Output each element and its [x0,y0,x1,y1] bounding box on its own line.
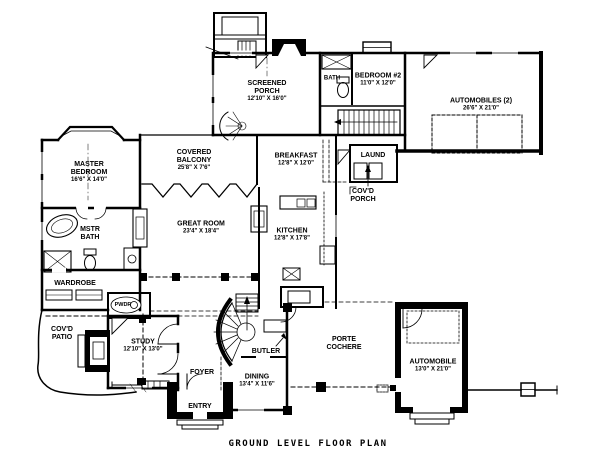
room-label-porte-cochere: PORTE COCHERE [326,336,362,351]
room-label-master-bedroom: MASTER BEDROOM 16'6" X 14'0" [70,160,108,183]
powder-room [107,292,151,319]
room-label-breakfast: BREAKFAST 12'8" X 12'0" [274,152,318,167]
room-label-wardrobe: WARDROBE [54,280,96,288]
room-label-laundry: LAUND [360,152,386,160]
laundry-room [349,144,398,183]
door-swings [255,54,439,166]
windows [39,50,519,241]
spiral-stair-icon [219,111,247,141]
room-label-pwdr: PWDR [114,301,132,308]
room-label-bedroom2: BEDROOM #2 11'0" X 12'0" [354,72,402,87]
room-label-study: STUDY 12'10" X 13'0" [123,338,163,353]
bath-fixtures [319,52,406,107]
wardrobe-rods [40,289,110,312]
porch-fireplace-icon [272,39,306,56]
room-label-screened-porch: SCREENED PORCH 12'10" X 16'0" [247,79,287,102]
room-label-covered-balcony: COVERED BALCONY 25'8" X 7'6" [176,148,212,171]
chimney-icon [205,12,267,60]
staircase-upper [334,109,401,136]
spiral-staircase [213,293,259,367]
foyer-entry [111,356,233,430]
bedroom2-chimney-icon [362,41,392,54]
room-label-covd-patio: COV'D PATIO [51,326,73,341]
room-label-foyer: FOYER [189,369,215,377]
room-label-entry: ENTRY [188,403,212,411]
plan-title: GROUND LEVEL FLOOR PLAN [228,439,388,449]
dining-walls [223,303,292,415]
kitchen-details [258,134,339,323]
room-label-automobiles: AUTOMOBILES (2) 26'6" X 21'0" [449,97,513,112]
room-label-covd-porch: COV'D PORCH [350,188,376,203]
single-garage [376,302,468,425]
room-label-butler: BUTLER [251,348,281,356]
study-fireplace-icon [77,330,110,372]
room-label-great-room: GREAT ROOM 23'4" X 18'4" [177,220,225,235]
room-label-automobile: AUTOMOBILE 13'0" X 21'0" [409,358,457,373]
garage-door-dashed [431,114,523,154]
porte-cochere-marks [290,301,396,392]
balcony [139,134,258,199]
driveway-line [467,382,558,397]
room-label-bath: BATH [323,75,341,82]
room-label-mstr-bath: MSTR BATH [80,226,100,241]
master-bath-fixtures [40,205,142,273]
room-label-kitchen: KITCHEN 12'8" X 17'8" [274,227,310,242]
room-label-dining: DINING 13'4" X 11'6" [239,373,275,388]
